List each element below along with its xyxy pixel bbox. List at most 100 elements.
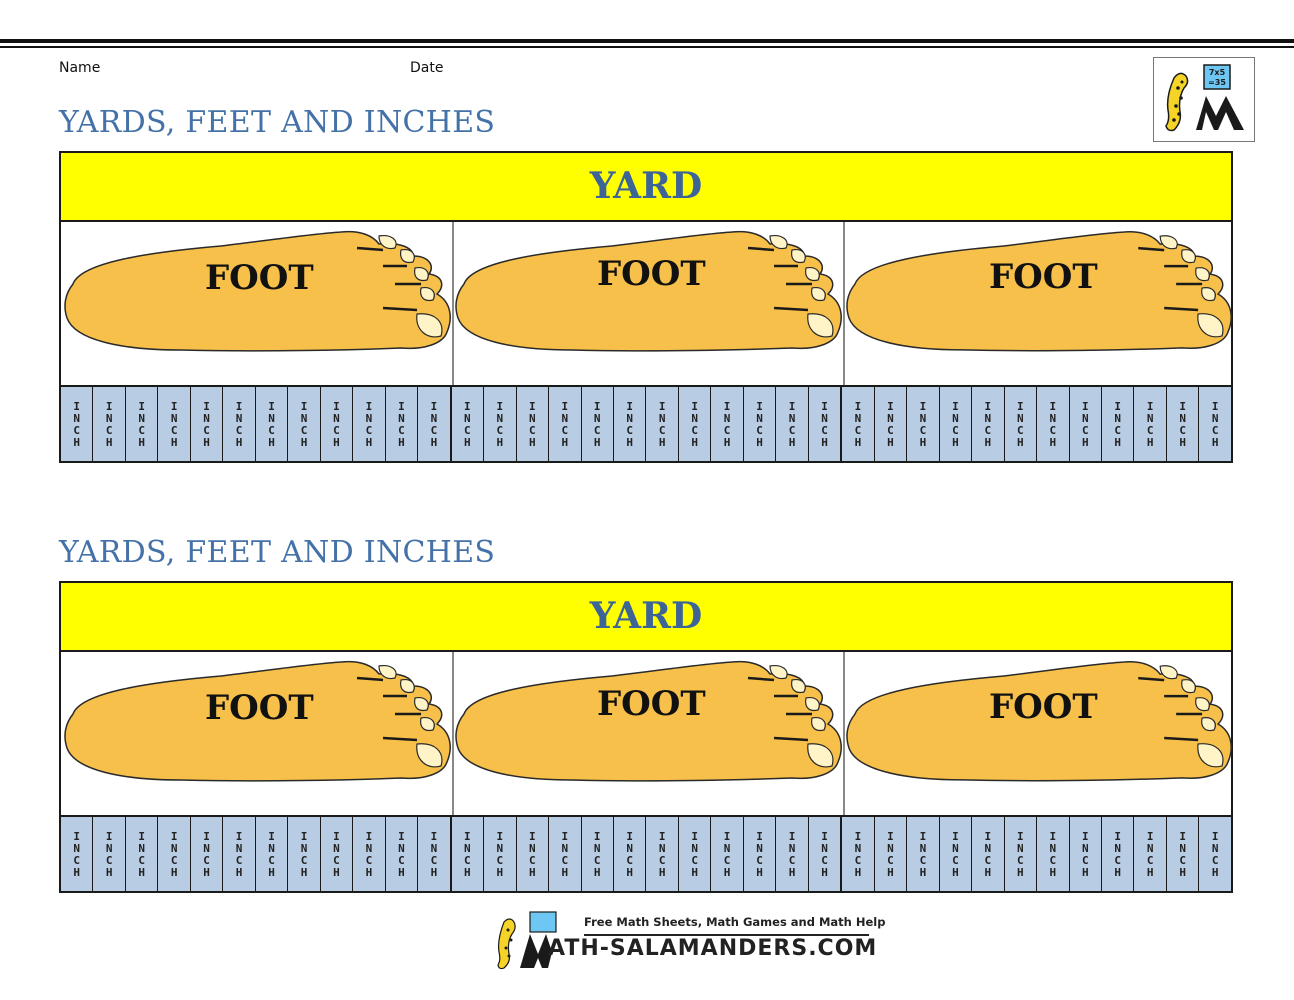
- inch-cell: I N C H: [353, 387, 386, 461]
- foot-icon: [846, 661, 1232, 782]
- toe-crease: [773, 306, 809, 312]
- inch-label: I N C H: [919, 400, 927, 449]
- inch-cell: I N C H: [61, 387, 94, 461]
- inch-label: I N C H: [658, 830, 666, 879]
- inch-cell: I N C H: [1069, 387, 1102, 461]
- inch-cell: I N C H: [320, 817, 354, 891]
- inch-label: I N C H: [235, 400, 243, 449]
- foot-label: FOOT: [205, 688, 314, 728]
- inch-cell: I N C H: [743, 817, 777, 891]
- yard-label: YARD: [589, 595, 703, 637]
- inch-cell: I N C H: [549, 387, 582, 461]
- toenail: [811, 717, 826, 732]
- inch-label: I N C H: [170, 400, 178, 449]
- inch-label: I N C H: [593, 830, 601, 879]
- inch-cell: I N C H: [1134, 387, 1167, 461]
- footer-logo: [490, 908, 870, 976]
- inch-cell: I N C H: [1199, 817, 1231, 891]
- toenail: [1181, 679, 1196, 694]
- name-label: Name: [59, 60, 101, 76]
- inch-label: I N C H: [1211, 400, 1219, 449]
- foot-icon: [64, 660, 451, 782]
- inch-label: I N C H: [203, 400, 210, 449]
- inch-cell: I N C H: [907, 387, 940, 461]
- inch-label: I N C H: [496, 830, 504, 879]
- inch-cell: I N C H: [939, 387, 973, 461]
- inch-label: I N C H: [203, 830, 210, 879]
- toe-crease: [1164, 306, 1199, 312]
- inch-cell: I N C H: [190, 387, 224, 461]
- inch-cell: I N C H: [711, 817, 744, 891]
- inch-cell: I N C H: [972, 817, 1005, 891]
- toenail: [791, 249, 806, 264]
- toenail: [400, 679, 415, 694]
- inch-cell: I N C H: [776, 817, 809, 891]
- inch-cell: I N C H: [711, 387, 744, 461]
- inch-label: I N C H: [398, 400, 405, 449]
- inch-cell: I N C H: [418, 387, 452, 461]
- inch-label: I N C H: [333, 830, 340, 879]
- inch-label: I N C H: [691, 400, 698, 449]
- inch-label: I N C H: [626, 400, 634, 449]
- inch-cell: I N C H: [613, 817, 647, 891]
- inch-label: I N C H: [496, 400, 504, 449]
- inch-label: I N C H: [398, 830, 405, 879]
- inch-cell: I N C H: [484, 817, 517, 891]
- inch-label: I N C H: [333, 400, 340, 449]
- inch-cell: I N C H: [516, 387, 550, 461]
- yard-band: YARD: [61, 153, 1231, 222]
- date-label: Date: [410, 60, 444, 76]
- inch-label: I N C H: [1114, 830, 1122, 879]
- inch-label: I N C H: [1017, 400, 1024, 449]
- foot-body: [455, 660, 842, 782]
- inch-cell: I N C H: [451, 817, 485, 891]
- inch-cell: I N C H: [223, 817, 256, 891]
- toe-crease: [1138, 246, 1165, 252]
- feet-row: FOOT FOOT FOOT: [61, 222, 1232, 385]
- inch-label: I N C H: [887, 830, 894, 879]
- yard-label: YARD: [589, 165, 703, 207]
- inch-cell: I N C H: [61, 817, 94, 891]
- inch-label: I N C H: [952, 830, 959, 879]
- inch-label: I N C H: [984, 400, 992, 449]
- inch-cell: I N C H: [1102, 387, 1135, 461]
- inch-label: I N C H: [1049, 830, 1057, 879]
- inch-cell: I N C H: [808, 817, 843, 891]
- inch-label: I N C H: [464, 830, 471, 879]
- inch-cell: I N C H: [1199, 387, 1231, 461]
- inch-label: I N C H: [138, 830, 145, 879]
- foot-cell: FOOT: [61, 652, 452, 815]
- foot-divider: [843, 222, 845, 385]
- toenail: [1197, 743, 1224, 768]
- toenail: [1201, 287, 1216, 302]
- foot-label: FOOT: [205, 258, 314, 298]
- toe-crease: [1138, 676, 1165, 682]
- toenail: [420, 717, 435, 732]
- toenail: [807, 743, 834, 768]
- inch-label: I N C H: [626, 830, 634, 879]
- inch-cell: I N C H: [1166, 817, 1200, 891]
- inch-cell: I N C H: [678, 387, 712, 461]
- inch-cell: I N C H: [385, 387, 419, 461]
- inch-label: I N C H: [528, 400, 536, 449]
- inch-label: I N C H: [365, 400, 373, 449]
- toenail: [769, 665, 788, 680]
- inch-cell: I N C H: [1134, 817, 1167, 891]
- inch-cell: I N C H: [743, 387, 777, 461]
- salamander-icon: [497, 911, 557, 970]
- inch-cell: I N C H: [972, 387, 1005, 461]
- foot-cell: FOOT: [452, 222, 843, 385]
- toenail: [811, 287, 826, 302]
- toenail: [1159, 665, 1178, 680]
- inch-label: I N C H: [235, 830, 243, 879]
- inch-label: I N C H: [268, 400, 275, 449]
- toenail: [1159, 235, 1178, 250]
- toenail: [1197, 313, 1224, 338]
- toe-crease: [356, 676, 384, 682]
- inch-cell: I N C H: [874, 387, 908, 461]
- foot-cell: FOOT: [61, 222, 452, 385]
- toenail: [420, 287, 435, 302]
- inch-cell: I N C H: [1037, 387, 1070, 461]
- inch-label: I N C H: [788, 830, 796, 879]
